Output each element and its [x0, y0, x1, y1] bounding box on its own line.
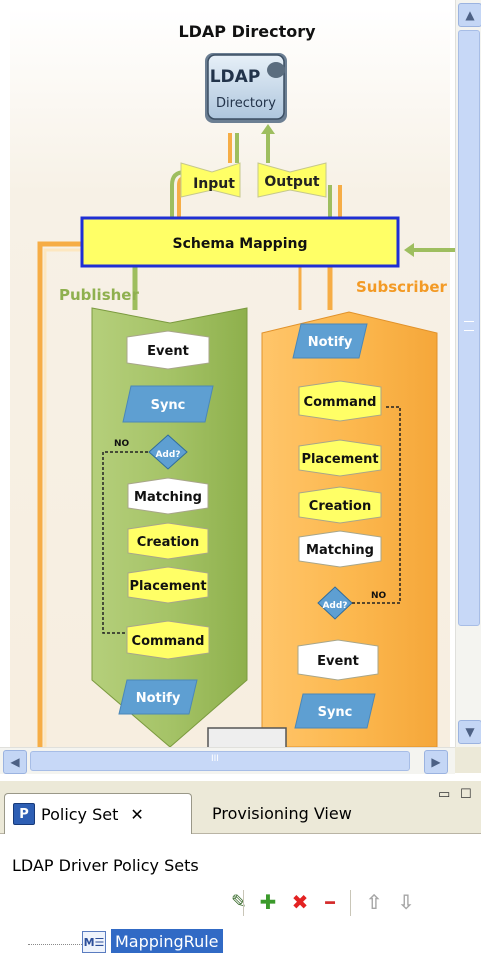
minus-icon: ━	[325, 892, 335, 912]
edit-policy-button[interactable]: ✎	[227, 890, 251, 914]
subscriber-step-notify-label: Notify	[308, 335, 353, 350]
grip-icon: III	[211, 754, 219, 764]
publisher-label: Publisher	[59, 286, 139, 304]
publisher-step-matching-label: Matching	[134, 490, 202, 505]
subscriber-step-event-label: Event	[317, 654, 359, 669]
tab-policy-set[interactable]: P Policy Set ✕	[4, 793, 192, 834]
output-label: Output	[264, 174, 320, 190]
publisher-step-creation-label: Creation	[137, 535, 199, 550]
remove-policy-button[interactable]: ━	[318, 890, 342, 914]
subscriber-no-loop: NO	[352, 406, 401, 604]
publisher-step-notify-label: Notify	[136, 691, 181, 706]
publisher-step-add	[148, 434, 188, 470]
view-tab-bar: P Policy Set ✕ Provisioning View ▭ ☐	[0, 781, 481, 834]
subscriber-step-matching-label: Matching	[306, 543, 374, 558]
chevron-left-icon: ◀	[10, 755, 20, 769]
toolbar-separator	[350, 890, 351, 916]
subscriber-step-creation-label: Creation	[309, 499, 371, 514]
subscriber-step-matching	[298, 530, 382, 568]
view-window-buttons: ▭ ☐	[438, 787, 480, 809]
publisher-step-sync	[122, 385, 214, 423]
policy-set-icon: P	[13, 803, 35, 825]
tab-provisioning-view[interactable]: Provisioning View	[200, 793, 382, 833]
delete-x-icon: ✖	[291, 890, 309, 914]
diagram-title: LDAP Directory	[178, 22, 316, 41]
subscriber-channel	[261, 311, 438, 747]
policy-set-panel: LDAP Driver Policy Sets ✎ ✚ ✖ ━ ⇧ ⇩ M☰ M…	[0, 834, 481, 964]
subscriber-step-add-label: Add?	[322, 601, 347, 611]
subscriber-step-sync	[294, 693, 376, 729]
grip-icon	[464, 321, 474, 331]
ldap-icon-line1: LDAP	[210, 67, 261, 87]
scroll-left-button[interactable]: ◀	[3, 750, 27, 774]
pencil-icon: ✎	[231, 891, 247, 913]
vertical-scroll-thumb[interactable]	[458, 30, 480, 626]
maximize-icon[interactable]: ☐	[460, 787, 472, 802]
subscriber-label: Subscriber	[356, 278, 447, 296]
subscriber-step-notify	[292, 323, 368, 359]
publisher-step-notify	[118, 679, 198, 715]
publisher-step-sync-label: Sync	[151, 398, 186, 413]
publisher-step-matching	[127, 477, 209, 515]
subscriber-step-placement-label: Placement	[301, 452, 378, 467]
publisher-step-command	[126, 620, 210, 660]
subscriber-step-command	[298, 380, 382, 422]
arrow-down-icon: ⇩	[397, 890, 415, 914]
subscriber-step-command-label: Command	[304, 395, 377, 410]
ldap-directory-icon: LDAP Directory	[205, 53, 287, 123]
subscriber-step-placement	[298, 439, 382, 477]
scroll-down-button[interactable]: ▼	[458, 720, 481, 744]
publisher-step-placement-label: Placement	[129, 579, 206, 594]
tree-item-mapping-rule[interactable]: MappingRule	[111, 929, 223, 953]
schema-mapping-box[interactable]: Schema Mapping	[80, 216, 400, 268]
scroll-right-button[interactable]: ▶	[424, 750, 448, 774]
chevron-up-icon: ▲	[465, 8, 475, 22]
move-down-button[interactable]: ⇩	[394, 890, 418, 914]
application-box	[207, 727, 287, 747]
input-output-tags: Input Output	[180, 162, 327, 198]
scroll-corner	[455, 747, 481, 773]
horizontal-scrollbar[interactable]: ◀ III ▶	[0, 747, 455, 774]
schema-mapping-label: Schema Mapping	[173, 236, 308, 252]
publisher-no-label: NO	[114, 439, 130, 449]
delete-policy-button[interactable]: ✖	[288, 890, 312, 914]
horizontal-scroll-thumb[interactable]: III	[30, 751, 410, 771]
arrow-up-icon: ⇧	[365, 890, 383, 914]
subscriber-step-event	[297, 639, 379, 681]
chevron-down-icon: ▼	[465, 725, 475, 739]
publisher-step-add-label: Add?	[155, 450, 180, 460]
publisher-step-event	[126, 330, 210, 370]
input-label: Input	[193, 176, 235, 192]
plus-icon: ✚	[259, 890, 277, 914]
scroll-up-button[interactable]: ▲	[458, 3, 481, 27]
toolbar-separator	[243, 890, 244, 916]
publisher-no-loop: NO	[102, 439, 148, 634]
tab-policy-set-label: Policy Set	[41, 804, 119, 824]
minimize-icon[interactable]: ▭	[438, 787, 451, 802]
chevron-right-icon: ▶	[431, 755, 441, 769]
subscriber-step-sync-label: Sync	[318, 705, 353, 720]
tab-provisioning-view-label: Provisioning View	[212, 803, 352, 823]
publisher-step-command-label: Command	[132, 634, 205, 649]
publisher-step-event-label: Event	[147, 344, 189, 359]
tree-connector	[28, 944, 84, 945]
mapping-rule-icon: M☰	[82, 931, 106, 953]
subscriber-no-label: NO	[371, 591, 387, 601]
add-policy-button[interactable]: ✚	[256, 890, 280, 914]
close-icon[interactable]: ✕	[130, 804, 144, 824]
diagram-canvas: LDAP Directory LDAP Directory Input Outp…	[10, 8, 455, 747]
panel-title: LDAP Driver Policy Sets	[12, 856, 199, 875]
subscriber-steps: NotifyCommandPlacementCreationMatchingAd…	[292, 323, 382, 729]
subscriber-step-add	[317, 586, 353, 620]
subscriber-step-creation	[298, 486, 382, 524]
move-up-button[interactable]: ⇧	[362, 890, 386, 914]
ldap-flow-diagram: LDAP Directory LDAP Directory Input Outp…	[10, 8, 455, 747]
publisher-step-creation	[127, 522, 209, 560]
vertical-scrollbar[interactable]: ▲ ▼	[455, 0, 481, 747]
ldap-icon-line2: Directory	[216, 96, 276, 111]
publisher-step-placement	[127, 566, 209, 604]
